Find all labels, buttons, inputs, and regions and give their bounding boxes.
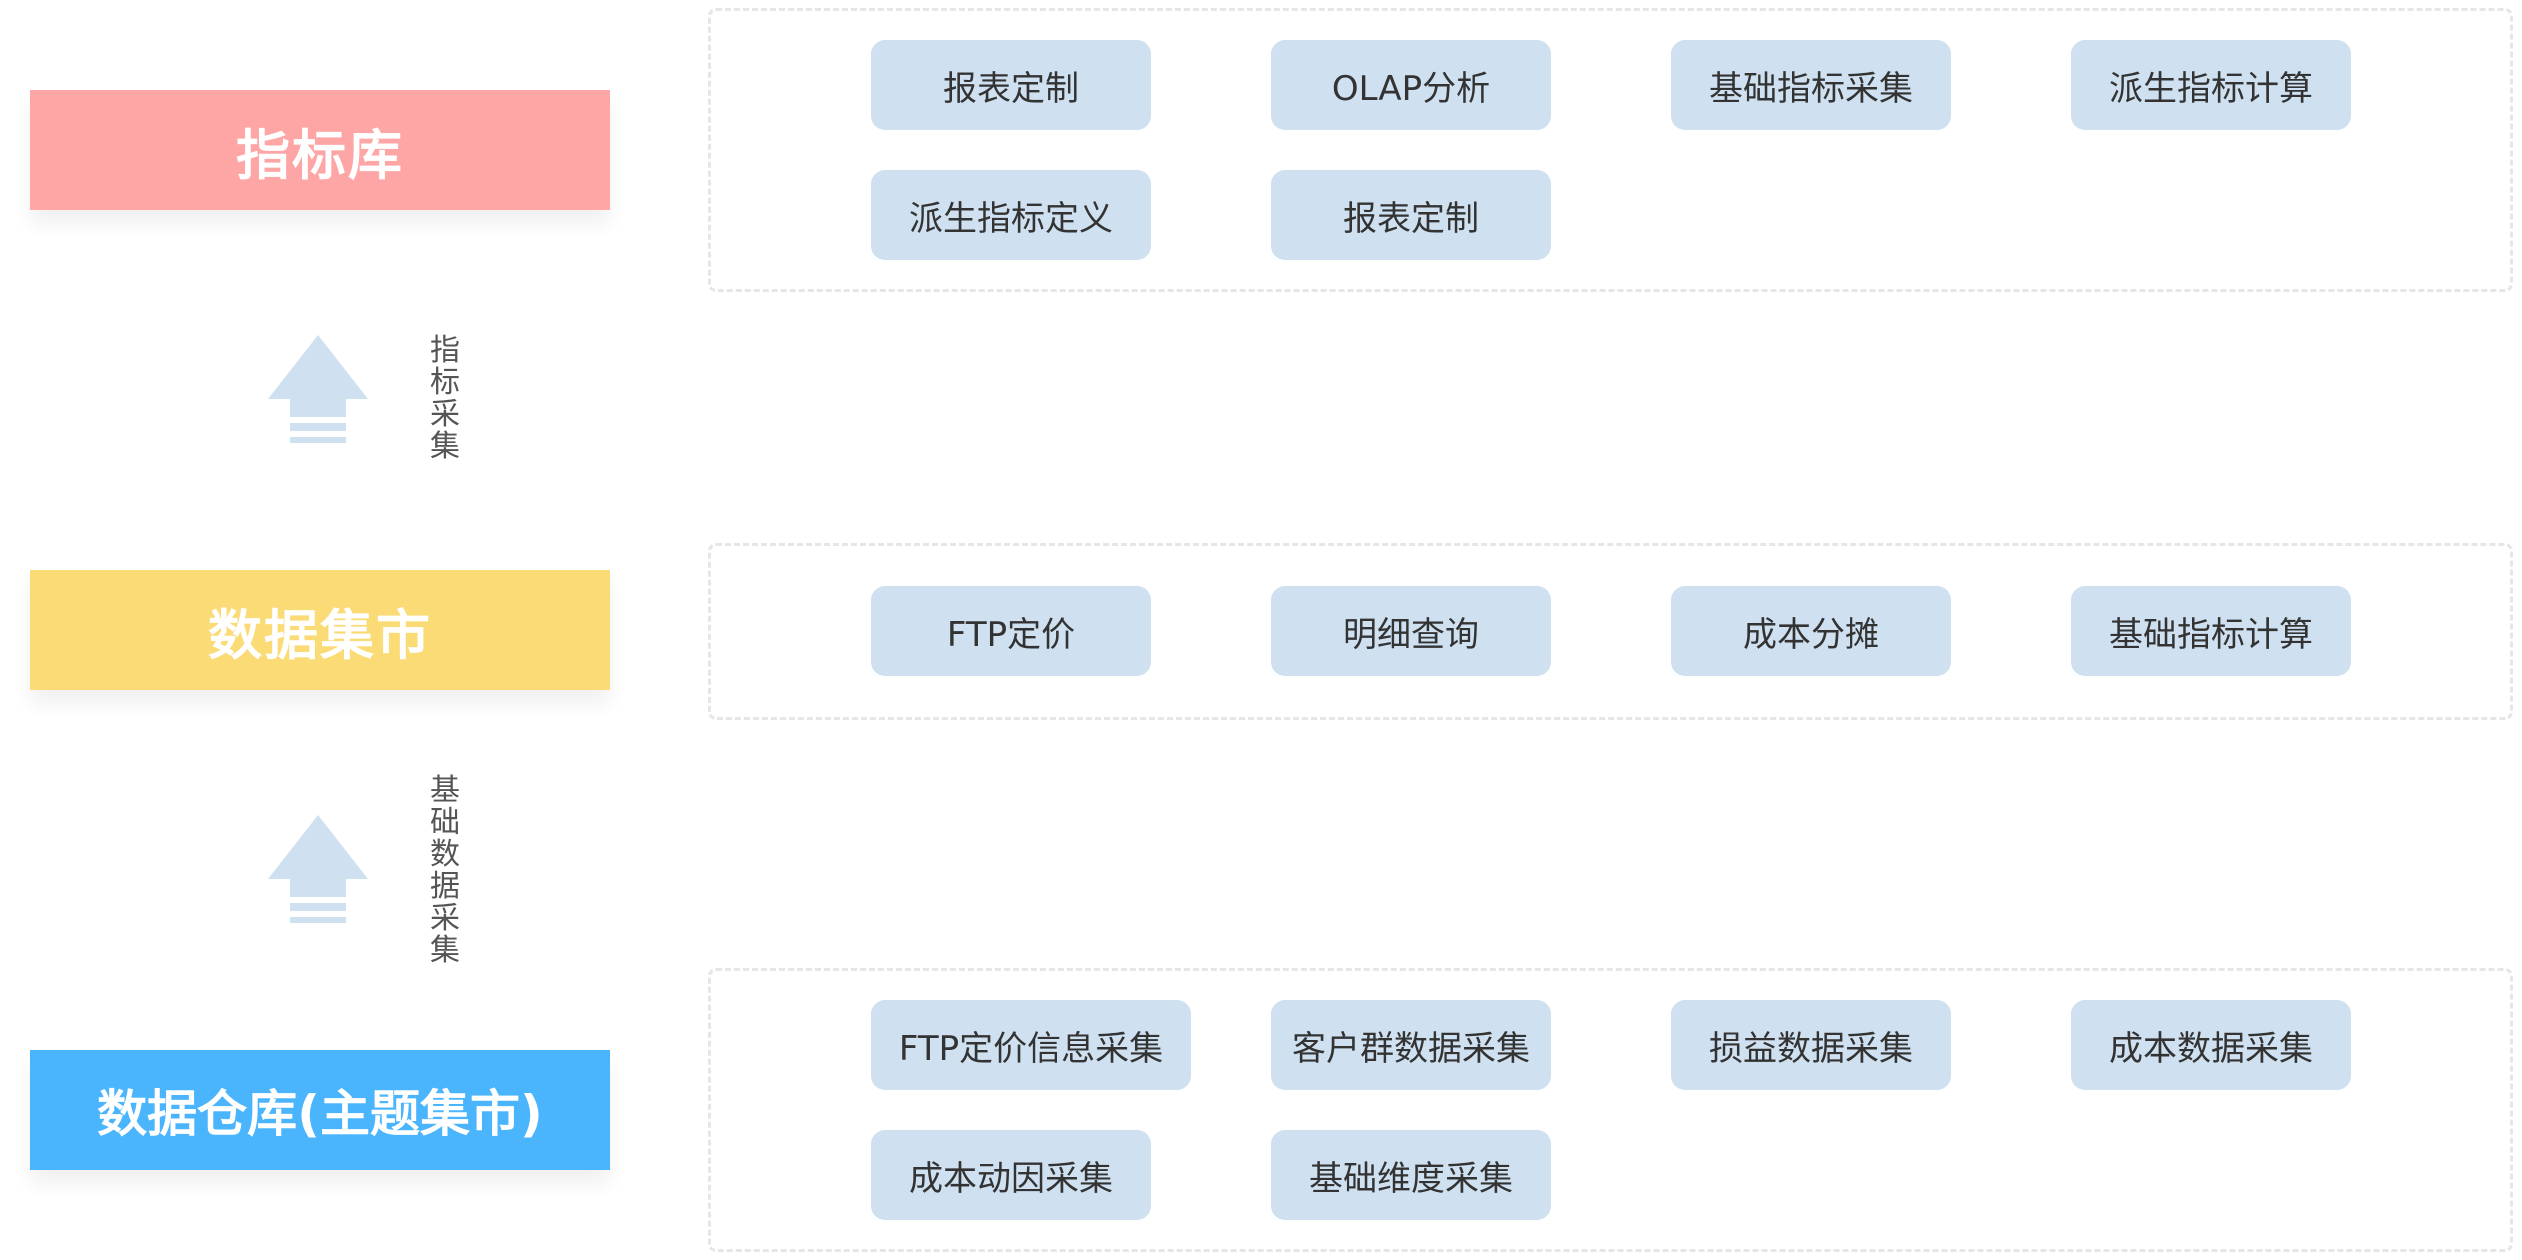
chip-item: 成本分摊 — [1671, 586, 1951, 676]
chip-item: 报表定制 — [871, 40, 1151, 130]
arrow-bar — [290, 917, 346, 923]
arrow-label-base-data-collection: 基础数据采集 — [430, 773, 460, 968]
layer-mart-label: 数据集市 — [208, 603, 432, 667]
up-arrow-icon — [268, 335, 368, 443]
layer-indicator-library: 指标库 — [30, 90, 610, 210]
chip-item: 基础维度采集 — [1271, 1130, 1551, 1220]
chip-item: 成本数据采集 — [2071, 1000, 2351, 1090]
chip-item: 派生指标定义 — [871, 170, 1151, 260]
arrow-bar — [290, 903, 346, 911]
chip-item: FTP定价 — [871, 586, 1151, 676]
layer-indicator-label: 指标库 — [236, 123, 404, 187]
panel-data-warehouse — [708, 968, 2513, 1252]
layer-data-mart: 数据集市 — [30, 570, 610, 690]
arrow-head — [268, 815, 368, 879]
chip-item: 报表定制 — [1271, 170, 1551, 260]
arrow-head — [268, 335, 368, 399]
panel-data-mart — [708, 543, 2513, 720]
arrow-stem — [290, 399, 346, 417]
layer-warehouse-label: 数据仓库(主题集市) — [97, 1085, 543, 1143]
arrow-bar — [290, 423, 346, 431]
layer-data-warehouse: 数据仓库(主题集市) — [30, 1050, 610, 1170]
chip-item: 基础指标采集 — [1671, 40, 1951, 130]
panel-indicator-library — [708, 8, 2513, 292]
arrow-bar — [290, 437, 346, 443]
chip-item: 损益数据采集 — [1671, 1000, 1951, 1090]
chip-item: 基础指标计算 — [2071, 586, 2351, 676]
chip-item: 成本动因采集 — [871, 1130, 1151, 1220]
arrow-label-indicator-collection: 指标采集 — [430, 333, 460, 464]
chip-item: FTP定价信息采集 — [871, 1000, 1191, 1090]
chip-item: 客户群数据采集 — [1271, 1000, 1551, 1090]
arrow-stem — [290, 879, 346, 897]
chip-item: OLAP分析 — [1271, 40, 1551, 130]
up-arrow-icon — [268, 815, 368, 923]
chip-item: 派生指标计算 — [2071, 40, 2351, 130]
chip-item: 明细查询 — [1271, 586, 1551, 676]
